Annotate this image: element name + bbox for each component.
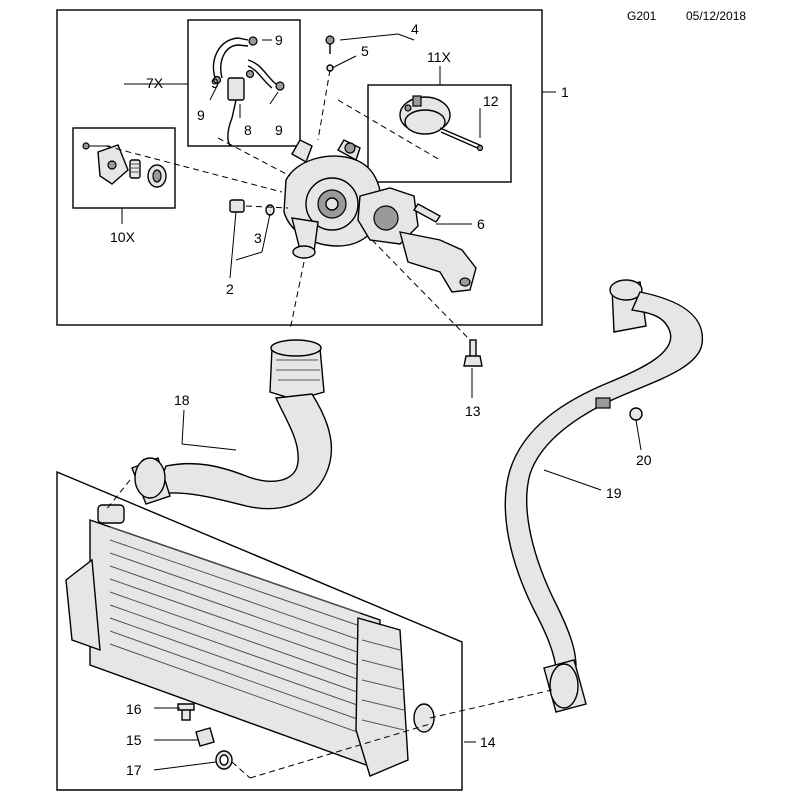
callout-8: 8 (244, 122, 252, 138)
flange-kit-box (72, 127, 176, 209)
callout-labels: 1 2 3 4 5 6 7X 8 9 9 9 9 10X 11X 12 13 1… (110, 21, 652, 778)
intercooler-frame (56, 470, 463, 791)
callout-18: 18 (174, 392, 190, 408)
callout-15: 15 (126, 732, 142, 748)
flange-kit (82, 142, 167, 188)
callout-14: 14 (480, 734, 496, 750)
turbocharger (283, 35, 477, 293)
vacuum-line-kit-box (187, 19, 301, 147)
callout-12: 12 (483, 93, 499, 109)
intercooler-small-parts (177, 703, 233, 770)
callout-1: 1 (561, 84, 569, 100)
callout-9-bottom-left: 9 (197, 107, 205, 123)
callout-9-left: 9 (211, 75, 219, 91)
leader-lines (121, 33, 642, 771)
turbo-group-frame (56, 9, 543, 326)
intercooler (65, 504, 435, 777)
callout-10x: 10X (110, 229, 136, 245)
vacuum-line-kit (212, 36, 285, 147)
callout-16: 16 (126, 701, 142, 717)
callout-5: 5 (361, 43, 369, 59)
callout-19: 19 (606, 485, 622, 501)
diagram-code: G201 (627, 9, 657, 23)
callout-7x: 7X (146, 75, 164, 91)
callout-17: 17 (126, 762, 142, 778)
intercooler-inlet-hose (131, 339, 333, 510)
callout-6: 6 (477, 216, 485, 232)
diagram-date: 05/12/2018 (686, 9, 746, 23)
callout-11x: 11X (427, 49, 452, 65)
wastegate-actuator (337, 95, 484, 161)
intercooler-outlet-hose (504, 279, 704, 713)
turbo-bolt (463, 339, 483, 367)
callout-9-bottom-right: 9 (275, 122, 283, 138)
callout-2: 2 (226, 281, 234, 297)
banjo-bolt-and-washer (229, 199, 275, 216)
callout-13: 13 (465, 403, 481, 419)
callout-3: 3 (254, 230, 262, 246)
callout-20: 20 (636, 452, 652, 468)
callout-9-top: 9 (275, 32, 283, 48)
callout-4: 4 (411, 21, 419, 37)
